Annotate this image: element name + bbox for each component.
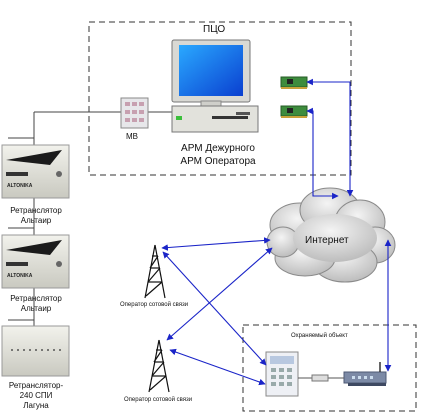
router-device bbox=[343, 362, 387, 386]
pco-label: ПЦО bbox=[203, 24, 226, 35]
repeater-altair-2 bbox=[1, 234, 70, 289]
repeater-3-label-line3: Лагуна bbox=[23, 401, 49, 410]
repeater-1-brand: ALTONIKA bbox=[7, 183, 33, 189]
mb-label: МВ bbox=[126, 132, 138, 141]
cell-operator-1-label: Оператор сотовой связи bbox=[120, 302, 189, 308]
mb-module bbox=[120, 97, 149, 129]
cell-tower-1 bbox=[144, 244, 166, 299]
cable-connector bbox=[311, 374, 329, 382]
arm-duty-label: АРМ Дежурного bbox=[181, 143, 255, 154]
repeater-laguna bbox=[1, 325, 70, 377]
repeater-3-label-line2: 240 СПИ bbox=[19, 391, 53, 400]
repeater-altair-1 bbox=[1, 144, 70, 199]
network-card-2 bbox=[280, 105, 308, 118]
cell-tower-2 bbox=[148, 339, 170, 393]
cell-operator-2-label: Оператор сотовой связи bbox=[124, 397, 193, 403]
repeater-3-label-line1: Ретранслятор- bbox=[8, 381, 64, 390]
internet-label: Интернет bbox=[305, 235, 349, 246]
network-card-1 bbox=[280, 76, 308, 89]
repeater-2-brand: ALTONIKA bbox=[7, 273, 33, 279]
repeater-1-label-line1: Ретранслятор bbox=[10, 206, 62, 215]
protected-object-label: Охраняемый объект bbox=[291, 333, 348, 339]
repeater-2-label-line2: Альтаир bbox=[20, 304, 52, 313]
pco-boundary bbox=[88, 21, 352, 176]
repeater-1-label-line2: Альтаир bbox=[20, 216, 52, 225]
repeater-2-label-line1: Ретранслятор bbox=[10, 294, 62, 303]
blue-links bbox=[161, 78, 392, 386]
workstation-computer bbox=[171, 39, 259, 133]
arm-operator-label: АРМ Оператора bbox=[180, 156, 256, 167]
control-panel-device bbox=[265, 351, 299, 397]
